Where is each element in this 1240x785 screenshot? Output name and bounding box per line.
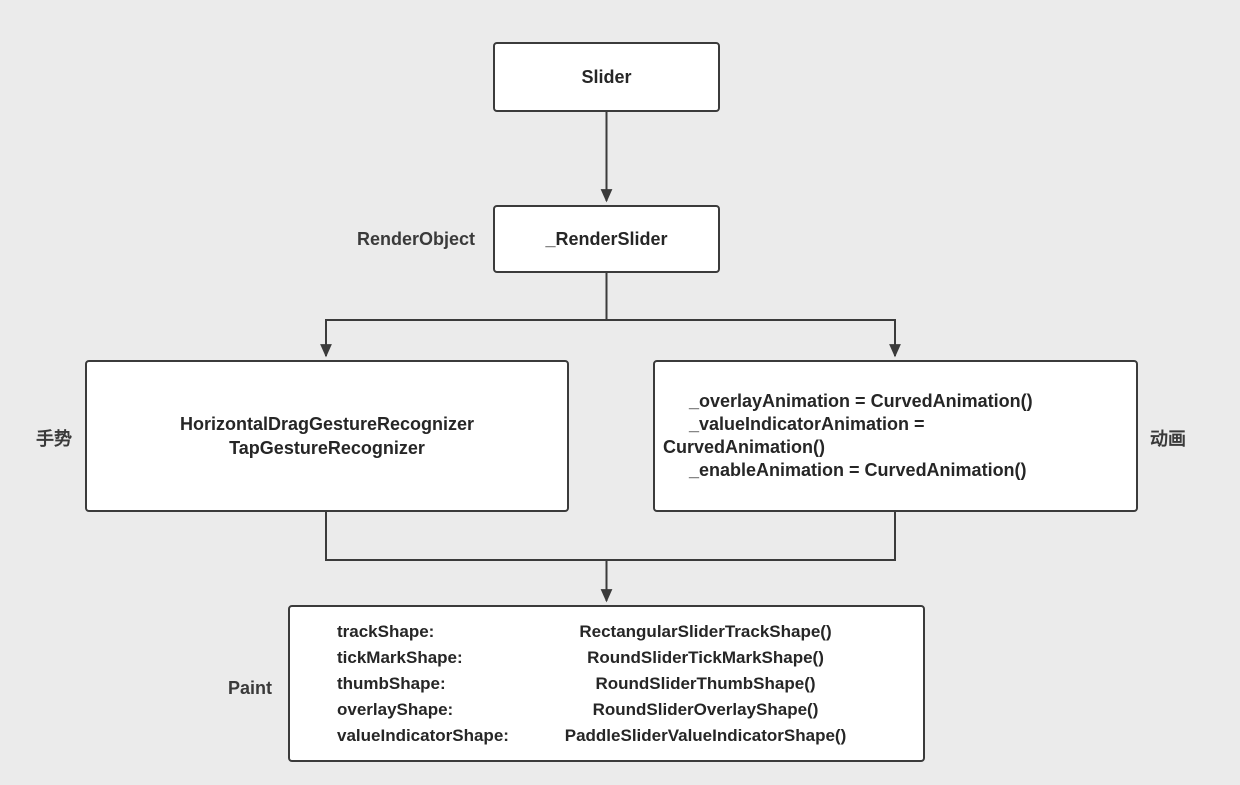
paint-row: overlayShape: RoundSliderOverlayShape() bbox=[290, 697, 923, 723]
paint-key: valueIndicatorShape: bbox=[337, 725, 509, 745]
label-render-object: RenderObject bbox=[356, 229, 475, 249]
paint-row: thumbShape: RoundSliderThumbShape() bbox=[290, 671, 923, 697]
paint-value: RoundSliderTickMarkShape() bbox=[587, 647, 824, 667]
paint-value: RoundSliderThumbShape() bbox=[595, 673, 816, 693]
animation-line: _enableAnimation = CurvedAnimation() bbox=[689, 460, 1027, 480]
paint-value: PaddleSliderValueIndicatorShape() bbox=[564, 725, 847, 745]
label-gesture: 手势 bbox=[36, 429, 72, 449]
node-gesture-recognizers: HorizontalDragGestureRecognizer TapGestu… bbox=[85, 360, 569, 512]
node-render-slider-label: _RenderSlider bbox=[545, 229, 668, 249]
paint-row: valueIndicatorShape: PaddleSliderValueIn… bbox=[290, 723, 923, 749]
node-paint-shapes: trackShape: RectangularSliderTrackShape(… bbox=[288, 605, 925, 762]
paint-key: trackShape: bbox=[337, 621, 435, 641]
paint-row: trackShape: RectangularSliderTrackShape(… bbox=[290, 619, 923, 645]
animation-line: CurvedAnimation() bbox=[663, 437, 825, 457]
paint-key: overlayShape: bbox=[337, 699, 454, 719]
label-animation: 动画 bbox=[1150, 429, 1186, 449]
paint-row: tickMarkShape: RoundSliderTickMarkShape(… bbox=[290, 645, 923, 671]
gesture-line: TapGestureRecognizer bbox=[229, 438, 425, 458]
paint-key: tickMarkShape: bbox=[337, 647, 463, 667]
paint-value: RoundSliderOverlayShape() bbox=[592, 699, 819, 719]
animation-line: _overlayAnimation = CurvedAnimation() bbox=[689, 391, 1033, 411]
paint-value: RectangularSliderTrackShape() bbox=[579, 621, 832, 641]
paint-key: thumbShape: bbox=[337, 673, 446, 693]
node-slider: Slider bbox=[493, 42, 720, 112]
gesture-line: HorizontalDragGestureRecognizer bbox=[179, 414, 475, 434]
label-paint: Paint bbox=[227, 678, 272, 698]
animation-line: _valueIndicatorAnimation = bbox=[689, 414, 925, 434]
node-animations: _overlayAnimation = CurvedAnimation() _v… bbox=[653, 360, 1138, 512]
node-slider-label: Slider bbox=[581, 67, 632, 87]
node-render-slider: _RenderSlider bbox=[493, 205, 720, 273]
